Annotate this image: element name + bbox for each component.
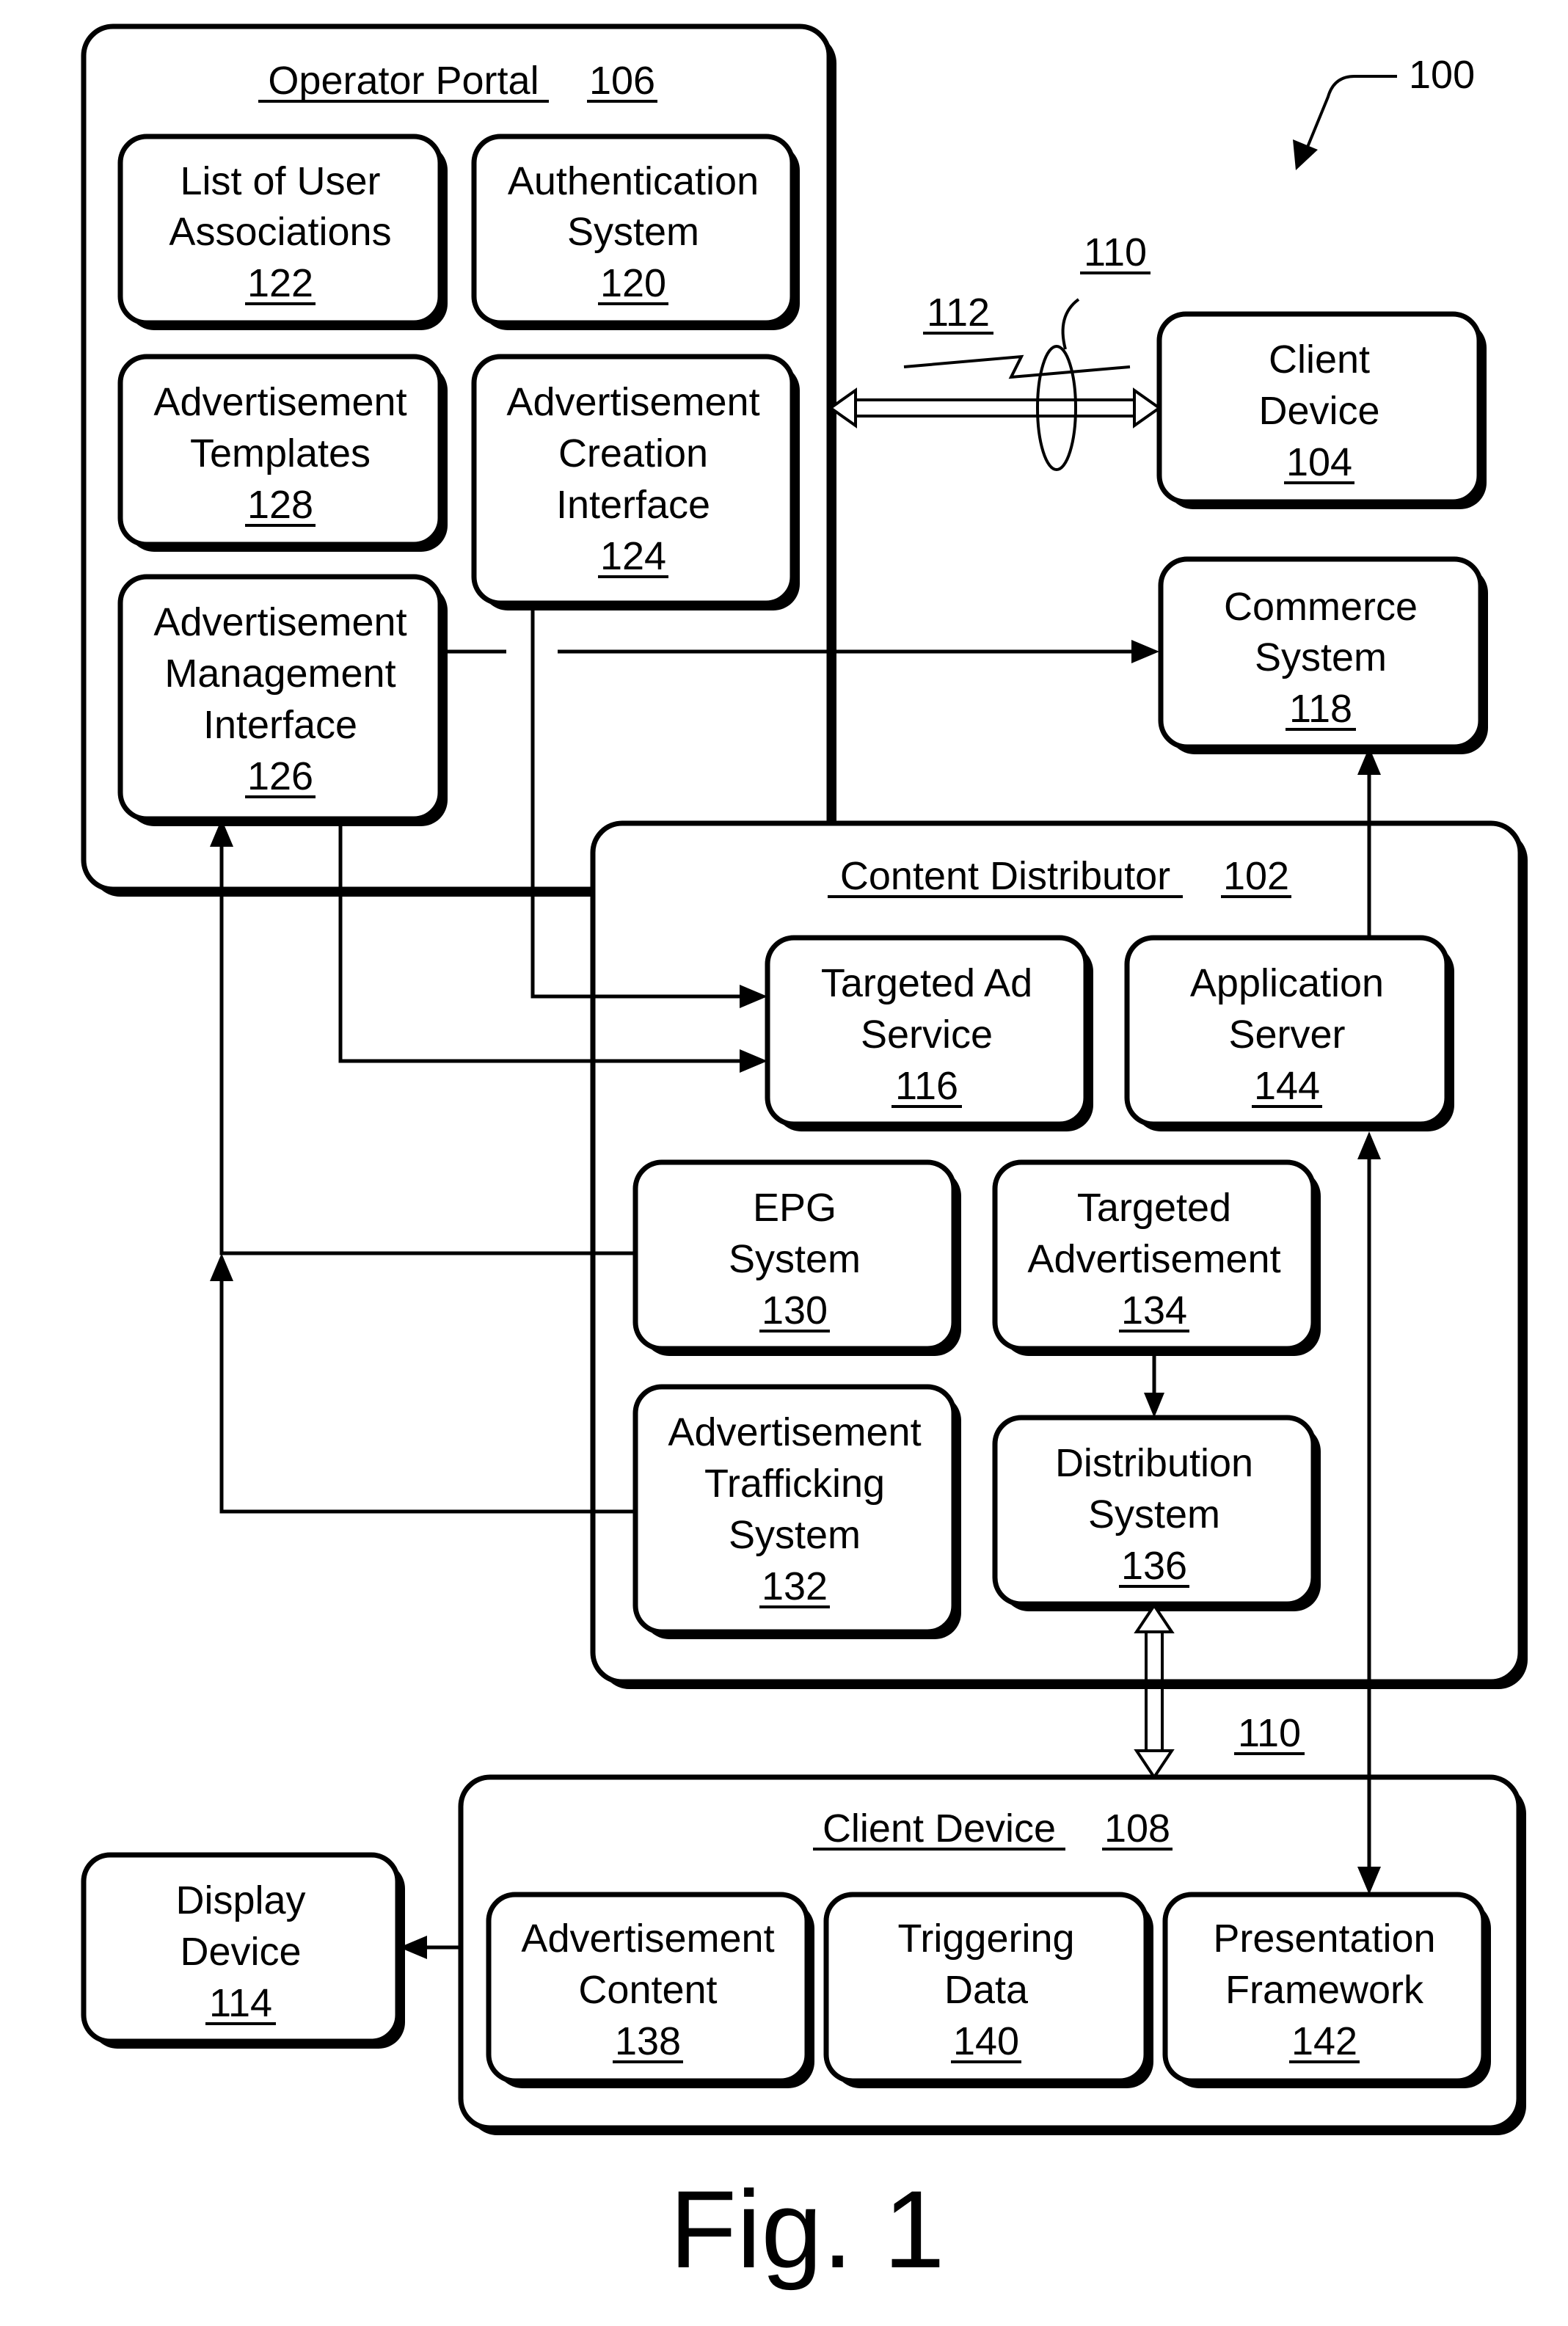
box-display-device: Display Device 114: [84, 1855, 405, 2049]
operator-portal-title: Operator Portal: [268, 59, 539, 103]
box-label-line: Authentication: [508, 159, 759, 203]
box-commerce-system: Commerce System 118: [1161, 559, 1488, 754]
box-label-line: System: [567, 210, 699, 254]
box-ref-number: 140: [953, 2019, 1019, 2063]
box-label-line: Presentation: [1213, 1917, 1435, 1961]
box-epg-system: EPG System 130: [635, 1162, 961, 1356]
box-triggering-data: Triggering Data 140: [826, 1895, 1153, 2088]
box-label-line: List of User: [180, 159, 380, 203]
connector-distribution-client-network: [1137, 1605, 1172, 1777]
box-label-line: Templates: [190, 431, 371, 475]
box-ref-number: 138: [615, 2019, 681, 2063]
box-ref-number: 114: [209, 1981, 272, 2025]
box-label-line: System: [729, 1513, 861, 1557]
box-advertisement-templates: Advertisement Templates 128: [120, 357, 448, 552]
box-label-line: Advertisement: [506, 380, 759, 424]
box-distribution-system: Distribution System 136: [995, 1418, 1321, 1611]
box-ref-number: 120: [600, 261, 666, 305]
box-label-line: Advertisement: [521, 1917, 774, 1961]
box-label-line: System: [1088, 1492, 1220, 1536]
box-label-line: Advertisement: [668, 1410, 921, 1454]
box-label-line: Advertisement: [153, 380, 406, 424]
network-110-top-label: 110: [1084, 230, 1147, 274]
box-label-line: Device: [1258, 389, 1379, 433]
box-label-line: Targeted: [1077, 1186, 1231, 1230]
box-label-line: Advertisement: [153, 600, 406, 644]
wireless-112-label: 112: [927, 291, 990, 335]
box-advertisement-trafficking-system: Advertisement Trafficking System 132: [635, 1387, 961, 1639]
box-label-line: Triggering: [897, 1917, 1074, 1961]
box-label-line: Creation: [558, 431, 708, 475]
box-presentation-framework: Presentation Framework 142: [1165, 1895, 1491, 2088]
box-advertisement-creation-interface: Advertisement Creation Interface 124: [474, 357, 800, 610]
box-label-line: Associations: [169, 210, 391, 254]
client-device-group-title: Client Device: [823, 1807, 1056, 1851]
box-advertisement-content: Advertisement Content 138: [489, 1895, 814, 2088]
box-label-line: EPG: [753, 1186, 836, 1230]
operator-portal-number: 106: [589, 59, 655, 103]
box-label-line: Application: [1190, 961, 1384, 1005]
box-application-server: Application Server 144: [1127, 938, 1454, 1131]
box-ref-number: 142: [1291, 2019, 1357, 2063]
ref-100-label: 100: [1409, 53, 1475, 97]
box-ref-number: 144: [1254, 1064, 1320, 1108]
figure-caption: Fig. 1: [669, 2168, 944, 2291]
box-label-line: Interface: [556, 483, 710, 527]
box-label-line: Content: [578, 1968, 717, 2012]
box-label-line: Data: [944, 1968, 1029, 2012]
ref-100-leader: [1305, 76, 1397, 154]
box-label-line: Display: [175, 1878, 305, 1922]
box-advertisement-management-interface: Advertisement Management Interface 126: [120, 577, 448, 826]
box-label-line: Trafficking: [704, 1462, 885, 1506]
box-label-line: System: [1255, 635, 1387, 679]
box-label-line: Advertisement: [1027, 1237, 1280, 1281]
box-ref-number: 104: [1286, 440, 1352, 484]
content-distributor-number: 102: [1223, 854, 1289, 898]
box-ref-number: 134: [1121, 1288, 1187, 1332]
box-ref-number: 132: [762, 1564, 828, 1608]
box-label-line: Management: [164, 652, 395, 696]
box-label-line: Device: [180, 1930, 301, 1974]
box-label-line: Distribution: [1055, 1441, 1253, 1485]
box-authentication-system: Authentication System 120: [474, 136, 800, 330]
box-list-of-user-associations: List of User Associations 122: [120, 136, 448, 330]
client-device-group-number: 108: [1104, 1807, 1170, 1851]
box-ref-number: 116: [895, 1064, 958, 1108]
box-label-line: Interface: [203, 703, 357, 747]
content-distributor-title: Content Distributor: [840, 854, 1170, 898]
box-client-device-104: Client Device 104: [1159, 314, 1487, 509]
connector-epg-to-management: [222, 841, 635, 1253]
box-label-line: Framework: [1225, 1968, 1424, 2012]
box-ref-number: 124: [600, 534, 666, 578]
box-label-line: Server: [1228, 1013, 1345, 1057]
box-ref-number: 136: [1121, 1544, 1187, 1588]
box-ref-number: 126: [247, 754, 313, 798]
box-ref-number: 128: [247, 483, 313, 527]
box-label-line: Targeted Ad: [821, 961, 1032, 1005]
box-ref-number: 122: [247, 261, 313, 305]
box-label-line: Service: [861, 1013, 993, 1057]
box-targeted-advertisement: Targeted Advertisement 134: [995, 1162, 1321, 1356]
box-ref-number: 118: [1289, 687, 1352, 731]
box-targeted-ad-service: Targeted Ad Service 116: [767, 938, 1093, 1131]
box-label-line: System: [729, 1237, 861, 1281]
network-110-bottom-label: 110: [1238, 1711, 1301, 1755]
box-ref-number: 130: [762, 1288, 828, 1332]
box-label-line: Commerce: [1224, 585, 1418, 629]
connector-trafficking-to-epg-line: [222, 1275, 635, 1512]
box-label-line: Client: [1269, 338, 1370, 382]
connector-portal-client-network: [831, 299, 1159, 470]
